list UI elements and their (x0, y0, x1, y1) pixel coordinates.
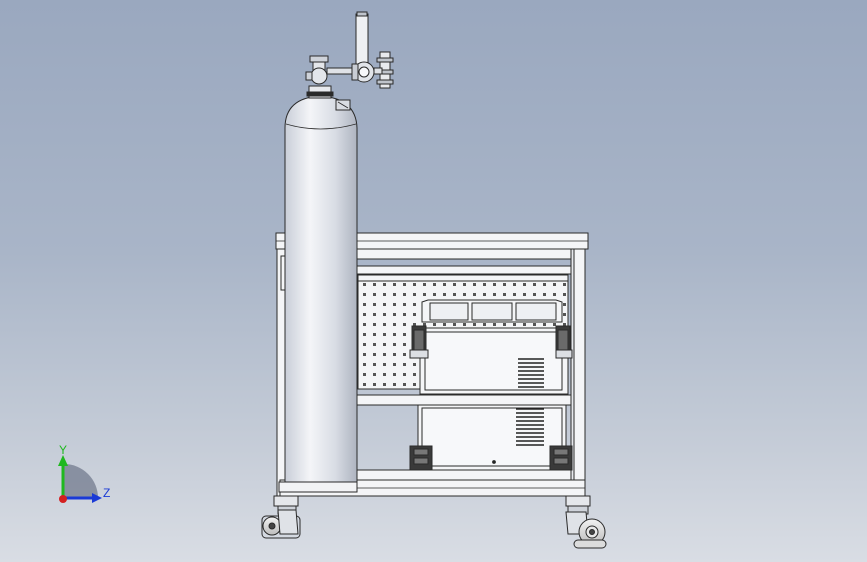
y-axis-label: Y (59, 443, 67, 457)
vent-slats-upper (518, 358, 544, 388)
x-axis-origin (59, 495, 67, 503)
cart-bottom-rail (355, 469, 572, 481)
gas-cylinder (278, 85, 358, 493)
z-axis-arrow (92, 493, 102, 503)
cart-mid-shelf (355, 394, 572, 406)
caster-wheel-right (565, 495, 607, 549)
axis-triad: Y Z (58, 443, 110, 503)
cart-upper-rail (355, 248, 572, 260)
vent-slats-lower (516, 408, 544, 446)
gas-regulator (305, 11, 394, 89)
caster-wheel-left (261, 495, 301, 539)
welding-machine-lower (409, 404, 573, 471)
y-axis-arrow (58, 455, 68, 466)
z-axis-label: Z (103, 486, 110, 500)
welding-machine-upper (409, 299, 573, 395)
